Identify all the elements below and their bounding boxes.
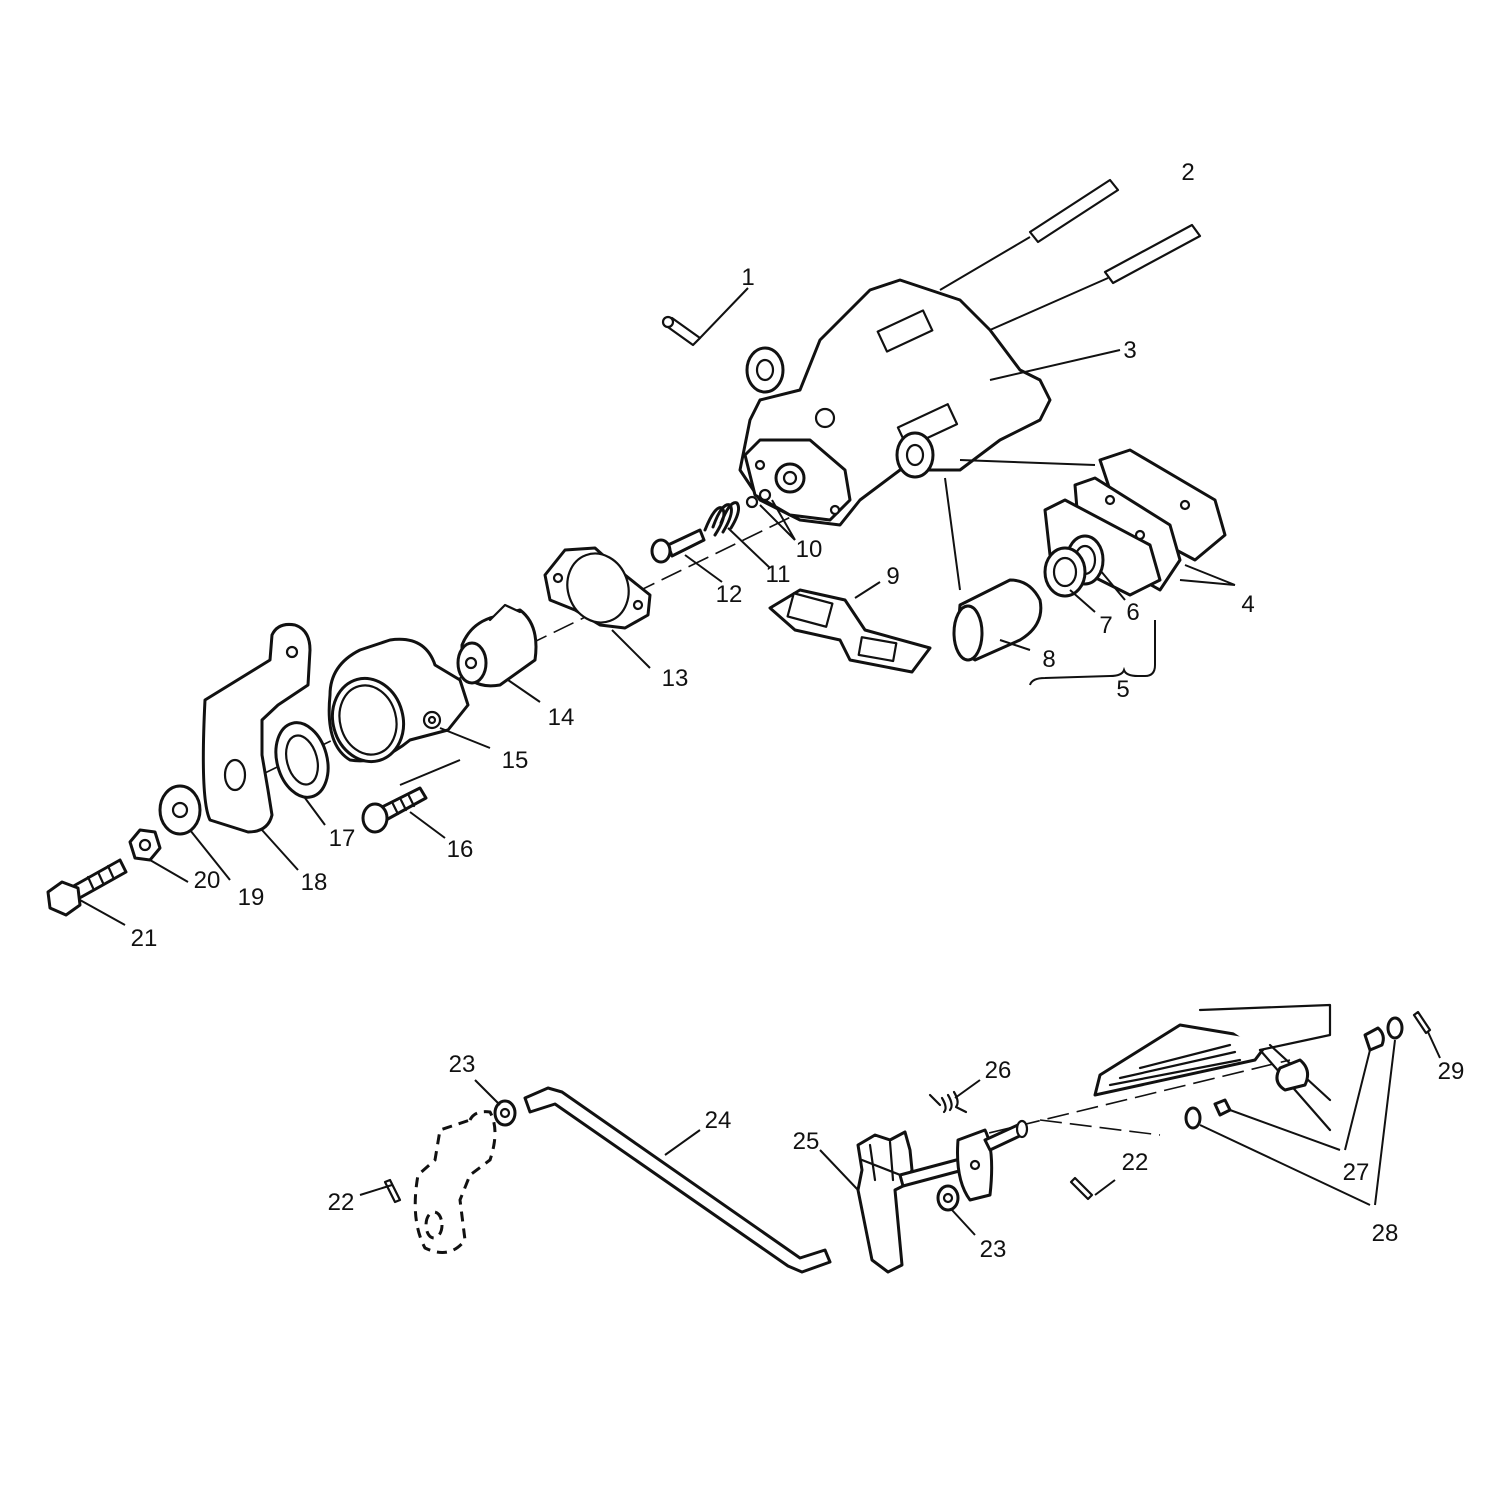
callout-23-left: 23	[449, 1051, 476, 1078]
part-13-gasket	[543, 546, 652, 669]
part-15-adjuster-housing	[327, 637, 491, 764]
callout-22-left: 22	[328, 1189, 355, 1216]
callout-24: 24	[705, 1107, 732, 1134]
part-7-dust-boot	[1043, 546, 1096, 613]
callout-14: 14	[548, 704, 575, 731]
callout-6: 6	[1126, 599, 1139, 626]
callout-16: 16	[447, 836, 474, 863]
part-17-seal-ring	[274, 721, 330, 826]
part-18-lever-arm	[201, 623, 312, 871]
callout-labels: 1 2 3 4 5 6 7 8 9 10 11 12 13 14 15 16 1…	[131, 159, 1465, 1263]
part-22-cotter-pin-left	[359, 1178, 402, 1204]
callout-27: 27	[1343, 1159, 1370, 1186]
part-24-brake-rod	[523, 1086, 832, 1274]
callout-23-right: 23	[980, 1236, 1007, 1263]
part-21-bolt	[46, 858, 128, 926]
part-16-adjuster-screw	[361, 759, 461, 839]
part-3-caliper-body	[738, 278, 1121, 591]
callout-7: 7	[1099, 612, 1112, 639]
part-27-bushing	[1213, 1026, 1385, 1151]
brake-arm-phantom	[413, 1110, 497, 1254]
callout-28: 28	[1372, 1220, 1399, 1247]
callout-1: 1	[741, 264, 754, 291]
part-1-bleeder-screw	[661, 287, 749, 347]
callout-9: 9	[886, 563, 899, 590]
part-8-piston	[952, 578, 1043, 662]
part-5-bracket	[1029, 620, 1156, 686]
part-26-return-spring	[928, 1079, 981, 1114]
callout-22-right: 22	[1122, 1149, 1149, 1176]
part-23-washer-right	[936, 1184, 976, 1236]
part-2-pins	[939, 178, 1202, 331]
part-20-nut	[128, 828, 189, 883]
callout-4: 4	[1241, 591, 1254, 618]
part-9-shim	[768, 581, 932, 674]
callout-3: 3	[1123, 337, 1136, 364]
part-22-cotter-pin-right	[1069, 1176, 1116, 1201]
callout-20: 20	[194, 867, 221, 894]
footrest-plate	[1093, 1003, 1332, 1132]
part-11-spring	[703, 501, 771, 569]
part-19-washer	[158, 784, 231, 881]
callout-25: 25	[793, 1128, 820, 1155]
callout-17: 17	[329, 825, 356, 852]
part-28-washers	[1184, 1016, 1404, 1206]
callout-15: 15	[502, 747, 529, 774]
callout-26: 26	[985, 1057, 1012, 1084]
callout-19: 19	[238, 884, 265, 911]
callout-21: 21	[131, 925, 158, 952]
part-12-plunger	[650, 528, 723, 583]
callout-12: 12	[716, 581, 743, 608]
part-25-brake-pedal	[819, 1119, 1029, 1274]
callout-10: 10	[796, 536, 823, 563]
callout-29: 29	[1438, 1058, 1465, 1085]
callout-5: 5	[1116, 676, 1129, 703]
part-14-actuator	[456, 603, 541, 703]
part-10-o-rings	[745, 488, 796, 541]
callout-2: 2	[1181, 159, 1194, 186]
callout-13: 13	[662, 665, 689, 692]
callout-18: 18	[301, 869, 328, 896]
callout-8: 8	[1042, 646, 1055, 673]
callout-11: 11	[766, 561, 791, 588]
part-23-washer-left	[474, 1079, 517, 1127]
part-29-cotter-pin	[1412, 1010, 1441, 1059]
